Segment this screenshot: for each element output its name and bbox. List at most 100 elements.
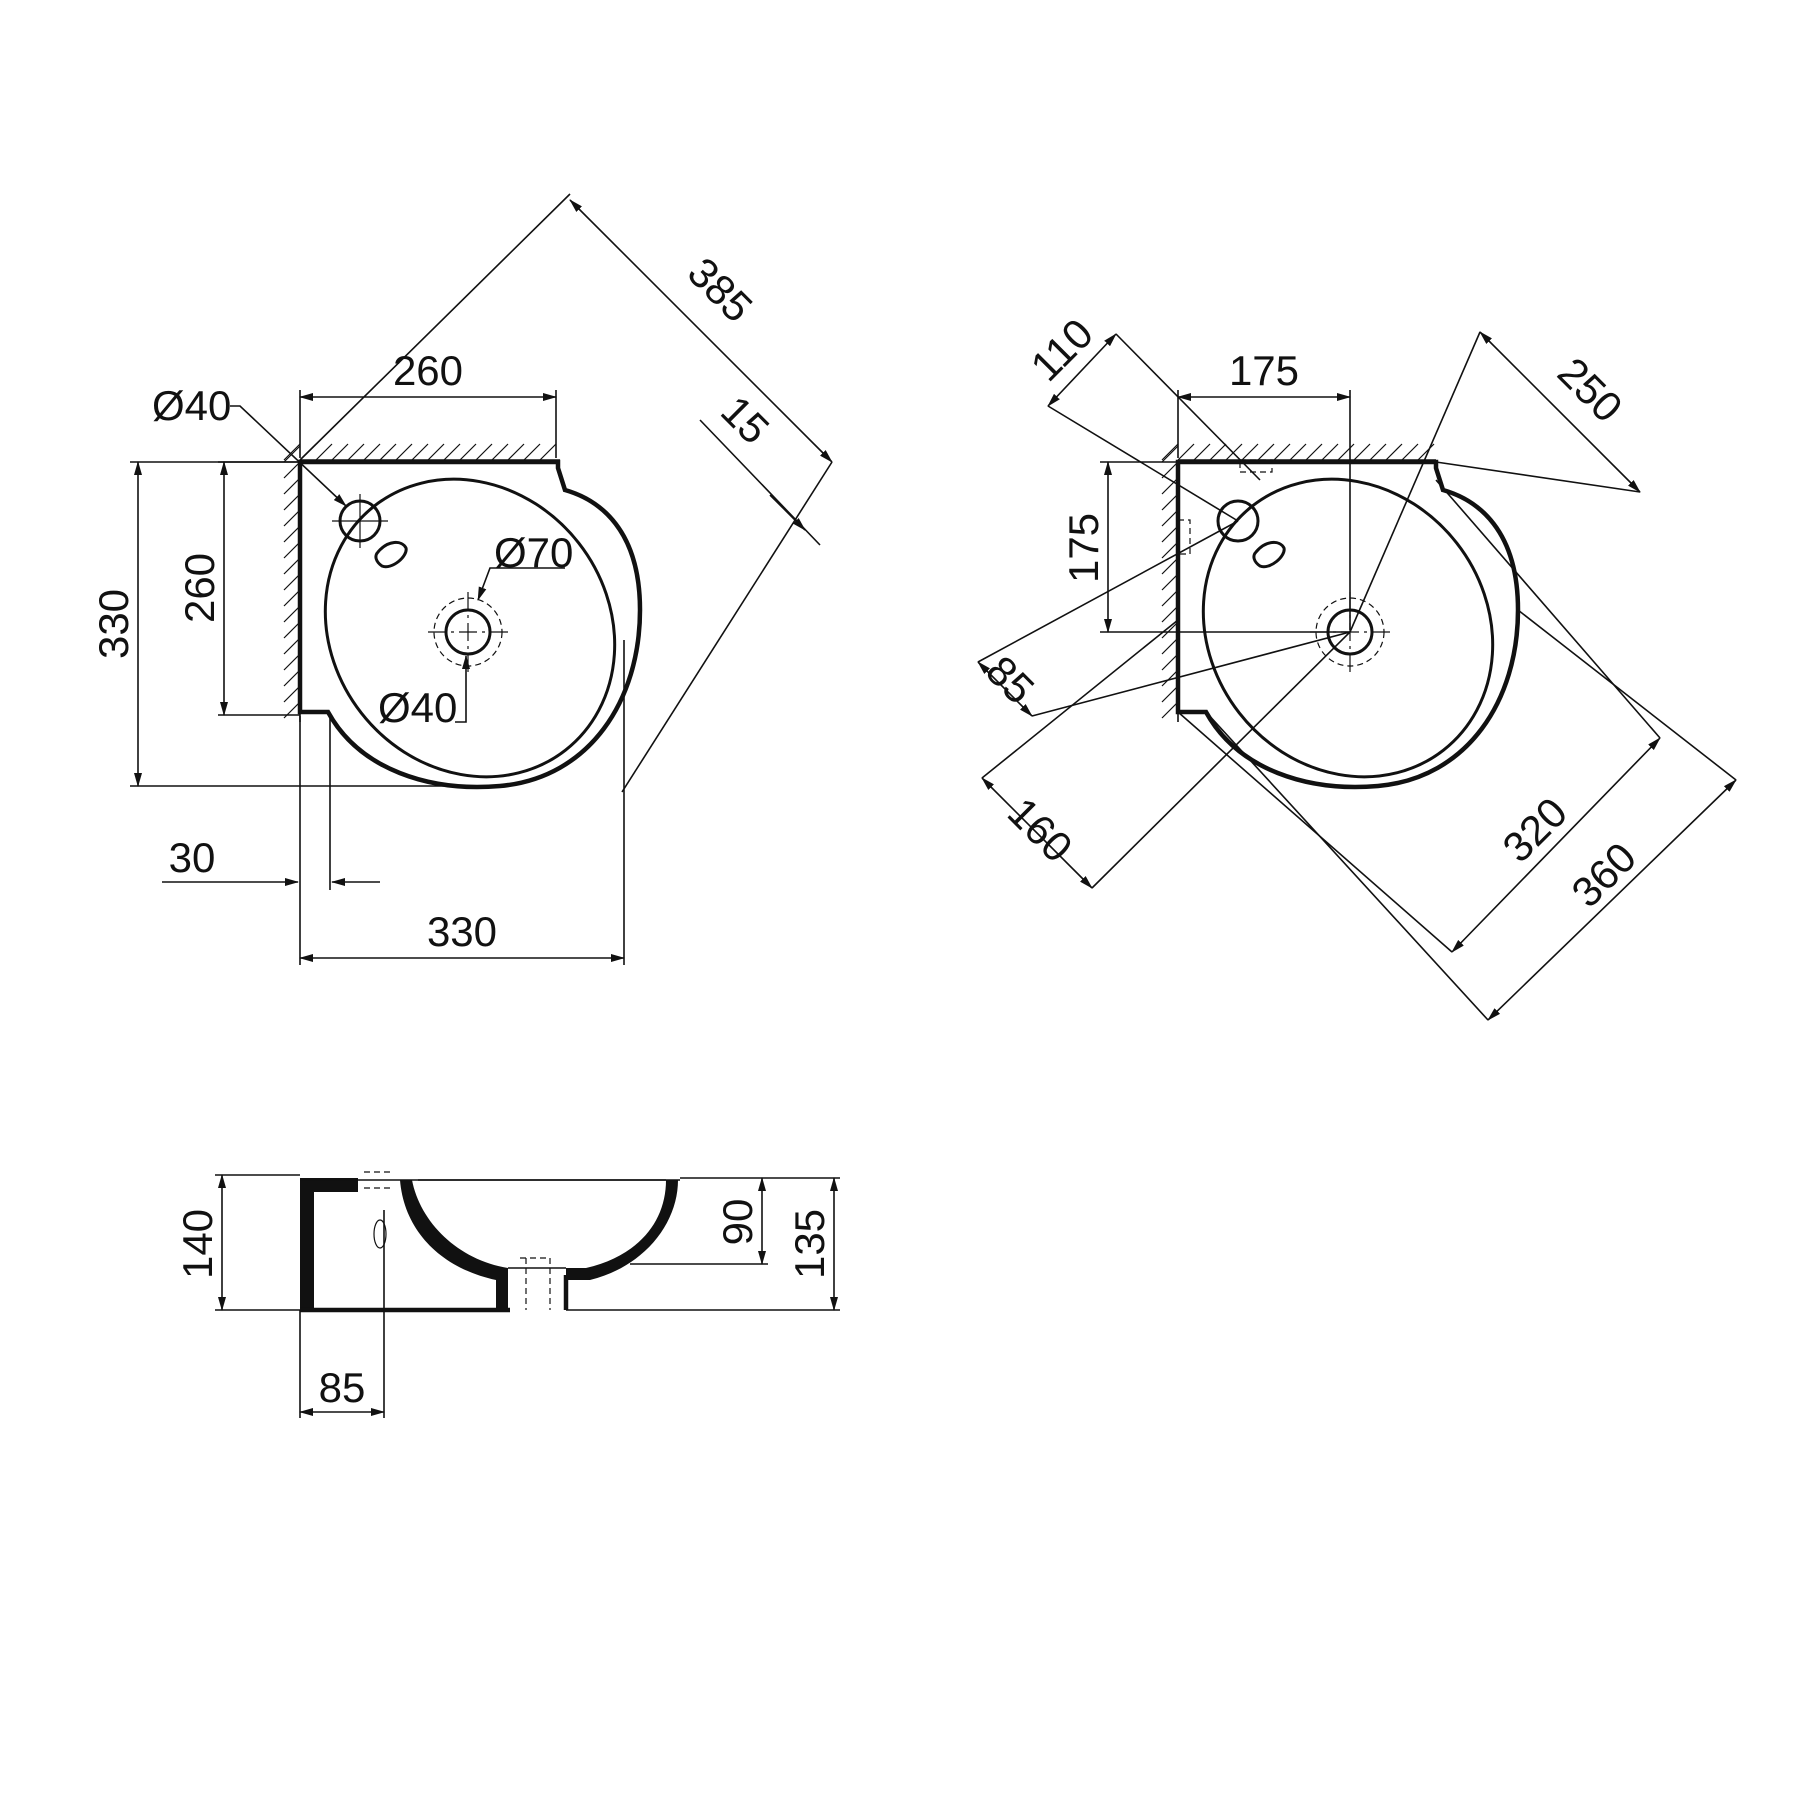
hatch-line [1161,461,1179,479]
dim-90: 90 [714,1199,761,1246]
hatch-line [1161,605,1179,623]
hatch-line [283,461,301,479]
hatch-line [443,443,461,461]
dim-135: 135 [786,1209,833,1279]
top-view: 260 385 15 Ø40 Ø70 Ø40 330 260 [90,193,833,965]
dim-drain-outer: Ø70 [494,529,573,576]
hatch-line [1257,443,1275,461]
hatch-line [1353,443,1371,461]
hatch-line [1193,443,1211,461]
hatch-line [1161,637,1179,655]
dim-30: 30 [169,834,216,881]
hatch-line [1161,573,1179,591]
hatch-line [1401,443,1419,461]
hatch-line [347,443,365,461]
dim-85-side: 85 [319,1364,366,1411]
tap-hole-2 [1216,499,1260,543]
hatch-line [459,443,477,461]
hatch-line [475,443,493,461]
hatch-line [1177,443,1195,461]
inner-bowl-2 [1201,477,1495,779]
hatch-line [1161,477,1179,495]
hatch-line [427,443,445,461]
hatch-line [1161,443,1179,461]
dim-110: 110 [1021,309,1102,390]
hatch-line [283,477,301,495]
hatch-line [379,443,397,461]
dim-260-top: 260 [393,347,463,394]
dim-320: 320 [1493,788,1576,871]
hatch-line [1225,443,1243,461]
dim-330-bottom: 330 [427,908,497,955]
hatch-line [283,541,301,559]
hatch-line [1209,443,1227,461]
hatch-line [395,443,413,461]
hatch-line [1161,445,1179,463]
hatch-line [491,443,509,461]
dim-250: 250 [1549,348,1632,431]
hatch-line [283,493,301,511]
hatch-line [1305,443,1323,461]
hatch-line [411,443,429,461]
basin-outline-2 [1175,459,1521,790]
hatch-line [1161,589,1179,607]
side-view: 140 90 135 85 [174,1171,840,1418]
hatch-line [1161,525,1179,543]
bowl-section [400,1180,508,1310]
dim-360: 360 [1562,833,1645,916]
dim-drain-inner: Ø40 [378,684,457,731]
hatch-line [1161,701,1179,719]
hatch-line [331,443,349,461]
hatch-line [507,443,525,461]
hatch-line [283,525,301,543]
hatch-line [283,509,301,527]
dim-260-vertical: 260 [176,553,223,623]
inner-bowl [323,477,617,779]
hatch-line [1321,443,1339,461]
hatch-line [283,589,301,607]
hatch-line [539,443,557,461]
hatch-line [1161,669,1179,687]
hatch-line [1161,493,1179,511]
hatch-line [1289,443,1307,461]
dim-175-vertical: 175 [1060,513,1107,583]
hatch-line [1161,557,1179,575]
dim-385: 385 [679,248,762,331]
hatch-line [1369,443,1387,461]
hatch-line [283,443,301,461]
hatch-line [283,557,301,575]
hatch-line [1337,443,1355,461]
overflow-slot-2 [1252,541,1286,569]
hatch-line [1417,443,1435,461]
hatch-line [1161,509,1179,527]
installation-view: 175 110 250 175 85 160 320 [977,309,1737,1021]
hatch-line [363,443,381,461]
side-wall-slab [300,1178,358,1192]
hatch-line [283,637,301,655]
overflow-side [373,1219,387,1249]
hatch-line [283,621,301,639]
wall-hatch-left [283,445,301,722]
hatch-line [1273,443,1291,461]
wall-hatch-top [283,443,560,461]
hatch-line [1241,443,1259,461]
hatch-line [283,605,301,623]
dim-175-horizontal: 175 [1229,347,1299,394]
overflow-slot [374,541,408,569]
hatch-line [283,573,301,591]
hatch-line [1161,653,1179,671]
dim-140: 140 [174,1209,221,1279]
basin-outline [297,459,643,790]
dim-330-vertical: 330 [90,589,137,659]
hatch-line [283,653,301,671]
hatch-line [1385,443,1403,461]
dim-tap-hole: Ø40 [152,382,231,429]
hatch-line [523,443,541,461]
hatch-line [1161,685,1179,703]
hatch-line [283,669,301,687]
dim-160: 160 [999,788,1082,871]
hatch-line [1161,621,1179,639]
hatch-line [315,443,333,461]
hatch-line [283,685,301,703]
